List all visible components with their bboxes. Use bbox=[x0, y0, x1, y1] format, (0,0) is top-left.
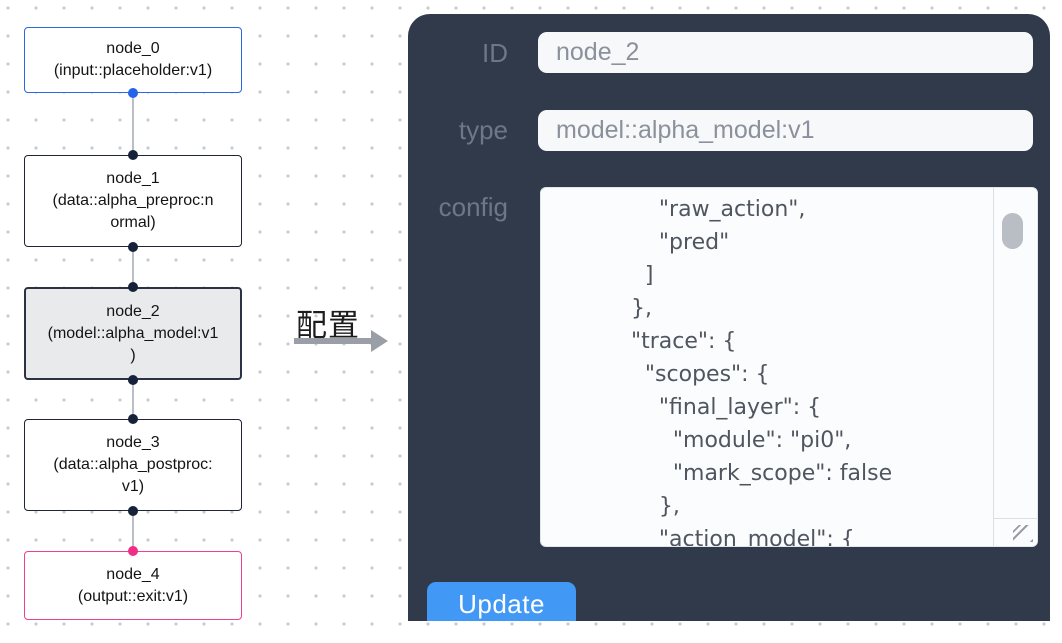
node-label: node_4 (output::exit:v1) bbox=[77, 565, 189, 605]
right-arrow-icon bbox=[294, 330, 388, 352]
resize-handle-icon[interactable] bbox=[1013, 525, 1033, 542]
node-label: node_0 (input::placeholder:v1) bbox=[53, 40, 213, 79]
scrollbar-thumb[interactable] bbox=[1002, 213, 1023, 249]
handle-node4-in[interactable] bbox=[128, 546, 138, 556]
flow-node-node_1[interactable]: node_1 (data::alpha_preproc:n ormal) bbox=[24, 155, 242, 247]
scrollbar-corner bbox=[994, 518, 1037, 546]
handle-node3-in[interactable] bbox=[128, 414, 138, 424]
node-label: node_3 (data::alpha_postproc: v1) bbox=[53, 434, 213, 495]
handle-node0-out[interactable] bbox=[128, 88, 138, 98]
handle-node3-out[interactable] bbox=[128, 506, 138, 516]
config-json-text: "raw_action", "pred" ] }, "trace": { "sc… bbox=[630, 197, 893, 547]
node-config-panel: ID type config "raw_action", "pred" ] },… bbox=[408, 14, 1050, 621]
type-input[interactable] bbox=[538, 110, 1033, 151]
handle-node1-in[interactable] bbox=[128, 150, 138, 160]
id-input[interactable] bbox=[538, 32, 1033, 73]
node-label: node_1 (data::alpha_preproc:n ormal) bbox=[52, 170, 214, 231]
flow-node-node_0[interactable]: node_0 (input::placeholder:v1) bbox=[24, 27, 242, 93]
config-textarea[interactable]: "raw_action", "pred" ] }, "trace": { "sc… bbox=[540, 187, 1038, 547]
edge-node3-node4 bbox=[132, 511, 134, 551]
flow-node-node_4[interactable]: node_4 (output::exit:v1) bbox=[24, 551, 242, 620]
handle-node2-out[interactable] bbox=[128, 375, 138, 385]
flow-node-node_3[interactable]: node_3 (data::alpha_postproc: v1) bbox=[24, 419, 242, 511]
edge-node0-node1 bbox=[132, 93, 134, 155]
config-annotation-label: 配置 bbox=[296, 308, 360, 343]
vertical-scrollbar[interactable] bbox=[993, 188, 1037, 546]
node-label: node_2 (model::alpha_model:v1 ) bbox=[47, 302, 219, 364]
config-field-label: config bbox=[438, 192, 508, 222]
type-field-label: type bbox=[458, 115, 508, 145]
flow-node-node_2[interactable]: node_2 (model::alpha_model:v1 ) bbox=[24, 287, 242, 380]
handle-node1-out[interactable] bbox=[128, 242, 138, 252]
edge-node1-node2 bbox=[132, 247, 134, 287]
update-button[interactable]: Update bbox=[427, 582, 576, 621]
edge-node2-node3 bbox=[132, 380, 134, 419]
id-field-label: ID bbox=[482, 38, 508, 68]
handle-node2-in[interactable] bbox=[128, 282, 138, 292]
